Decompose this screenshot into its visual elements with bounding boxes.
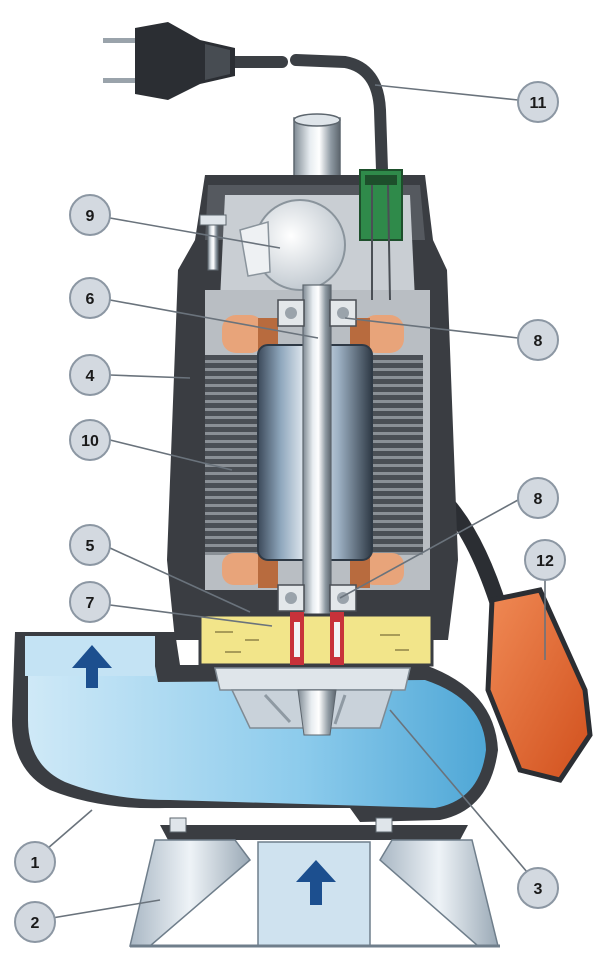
callout-11: 11 [517,81,559,123]
svg-text:12: 12 [536,553,554,570]
pump-base [129,817,500,948]
svg-text:9: 9 [86,208,95,225]
inlet-flow-arrow [296,860,336,905]
svg-text:10: 10 [81,433,99,450]
outlet-flow-arrow [72,645,112,688]
lower-bearing [277,584,357,612]
svg-text:5: 5 [86,538,95,555]
callout-9: 9 [69,194,111,236]
callout-12: 12 [524,539,566,581]
svg-text:6: 6 [86,291,95,308]
svg-text:4: 4 [86,368,95,385]
svg-text:7: 7 [86,595,95,612]
capacitor [239,199,346,291]
callout-8-lower: 8 [517,477,559,519]
power-plug [103,22,235,100]
svg-text:2: 2 [31,915,40,932]
svg-text:8: 8 [534,491,543,508]
svg-text:1: 1 [31,855,40,872]
callout-3: 3 [517,867,559,909]
impeller [214,667,411,736]
leader-lines [39,84,546,921]
power-cable [224,54,388,176]
callout-6: 6 [69,277,111,319]
top-bolt [199,214,227,271]
callout-5: 5 [69,524,111,566]
callout-10: 10 [69,419,111,461]
callout-1: 1 [14,841,56,883]
callout-2: 2 [14,901,56,943]
mechanical-seals [290,612,344,667]
callout-8-upper: 8 [517,319,559,361]
callout-7: 7 [69,581,111,623]
cable-gland [359,169,403,301]
oil-chamber [198,613,434,667]
svg-text:3: 3 [534,881,543,898]
svg-text:11: 11 [530,95,547,112]
callout-4: 4 [69,354,111,396]
stator-windings [205,355,423,555]
svg-text:8: 8 [534,333,543,350]
upper-bearing [277,299,357,327]
